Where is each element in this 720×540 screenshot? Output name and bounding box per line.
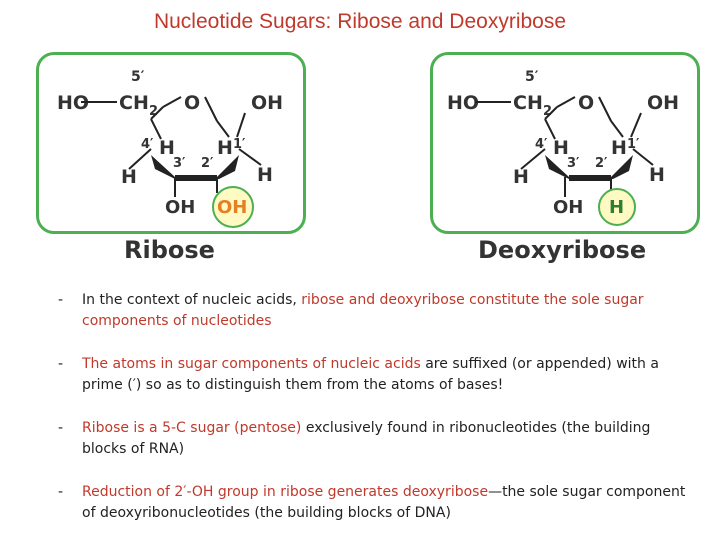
- slide-title: Nucleotide Sugars: Ribose and Deoxyribos…: [153, 10, 567, 33]
- ribose-name: Ribose: [124, 236, 215, 264]
- bullet-text: —the sole sugar component of deoxyribonu…: [82, 484, 686, 521]
- deoxyribose-name: Deoxyribose: [478, 236, 647, 264]
- h4-label: H: [553, 137, 569, 159]
- bullet-highlight: The atoms in sugar components of nucleic…: [82, 356, 421, 372]
- bullet-item: - Ribose is a 5-C sugar (pentose) exclus…: [58, 418, 698, 460]
- c2-substituent-highlight: [598, 188, 636, 226]
- bullet-item: - Reduction of 2′-OH group in ribose gen…: [58, 482, 698, 524]
- ch2-label: CH: [513, 92, 543, 114]
- bullet-item: - In the context of nucleic acids, ribos…: [58, 290, 698, 332]
- h-right-label: H: [649, 164, 665, 186]
- c2-substituent-highlight: [212, 186, 254, 228]
- ring-oxygen-label: O: [578, 92, 594, 114]
- c4-label: 4′: [535, 137, 548, 152]
- h-right-label: H: [257, 164, 273, 186]
- ribose-structure-panel: 5′ HO CH 2 O OH 4′ H H 1′ H 3′ 2′ H OH: [36, 52, 306, 234]
- ring-oxygen-label: O: [184, 92, 200, 114]
- h1-label: H: [217, 137, 233, 159]
- bullet-highlight: Ribose is a 5-C sugar (pentose): [82, 420, 302, 436]
- c1-label: 1′: [233, 137, 246, 152]
- bullet-highlight: Reduction of 2′-OH group in ribose gener…: [82, 484, 489, 500]
- bullet-dash: -: [58, 420, 64, 436]
- bullet-text: exclusively found in ribonucleotides (th…: [82, 420, 651, 457]
- ch2-subscript: 2: [543, 104, 552, 119]
- c2-hydroxyl-label: OH: [217, 197, 247, 218]
- bullet-text: In the context of nucleic acids,: [82, 292, 302, 308]
- ch2-label: CH: [119, 92, 149, 114]
- ribose-structure: 5′ HO CH 2 O OH 4′ H H 1′ H 3′ 2′ H OH: [57, 69, 283, 228]
- c5-label: 5′: [131, 69, 145, 85]
- bullet-dash: -: [58, 484, 64, 500]
- bullet-dash: -: [58, 292, 64, 308]
- bullet-item: - The atoms in sugar components of nucle…: [58, 354, 698, 396]
- oh-top-label: OH: [251, 92, 283, 114]
- bullet-highlight: ribose and deoxyribose constitute the so…: [82, 292, 644, 329]
- c3-label: 3′: [567, 156, 580, 171]
- deoxyribose-structure-panel: 5′ HO CH 2 O OH 4′ H H 1′ H 3′ 2′ H OH: [430, 52, 700, 234]
- c2-label: 2′: [201, 156, 214, 171]
- ch2-subscript: 2: [149, 104, 158, 119]
- oh3-label: OH: [165, 197, 195, 218]
- h-left-label: H: [121, 166, 137, 188]
- c5-label: 5′: [525, 69, 539, 85]
- c2-label: 2′: [595, 156, 608, 171]
- h4-label: H: [159, 137, 175, 159]
- h1-label: H: [611, 137, 627, 159]
- c4-label: 4′: [141, 137, 154, 152]
- oh-top-label: OH: [647, 92, 679, 114]
- bullet-text: are suffixed (or appended) with a prime …: [82, 356, 659, 393]
- bullet-list: - In the context of nucleic acids, ribos…: [58, 290, 698, 524]
- ho-label: HO: [447, 92, 479, 114]
- h-left-label: H: [513, 166, 529, 188]
- ho-label: HO: [57, 92, 89, 114]
- c2-hydrogen-label: H: [609, 197, 624, 218]
- c3-label: 3′: [173, 156, 186, 171]
- deoxyribose-structure: 5′ HO CH 2 O OH 4′ H H 1′ H 3′ 2′ H OH: [447, 69, 679, 226]
- oh3-label: OH: [553, 197, 583, 218]
- bullet-dash: -: [58, 356, 64, 372]
- c1-label: 1′: [627, 137, 640, 152]
